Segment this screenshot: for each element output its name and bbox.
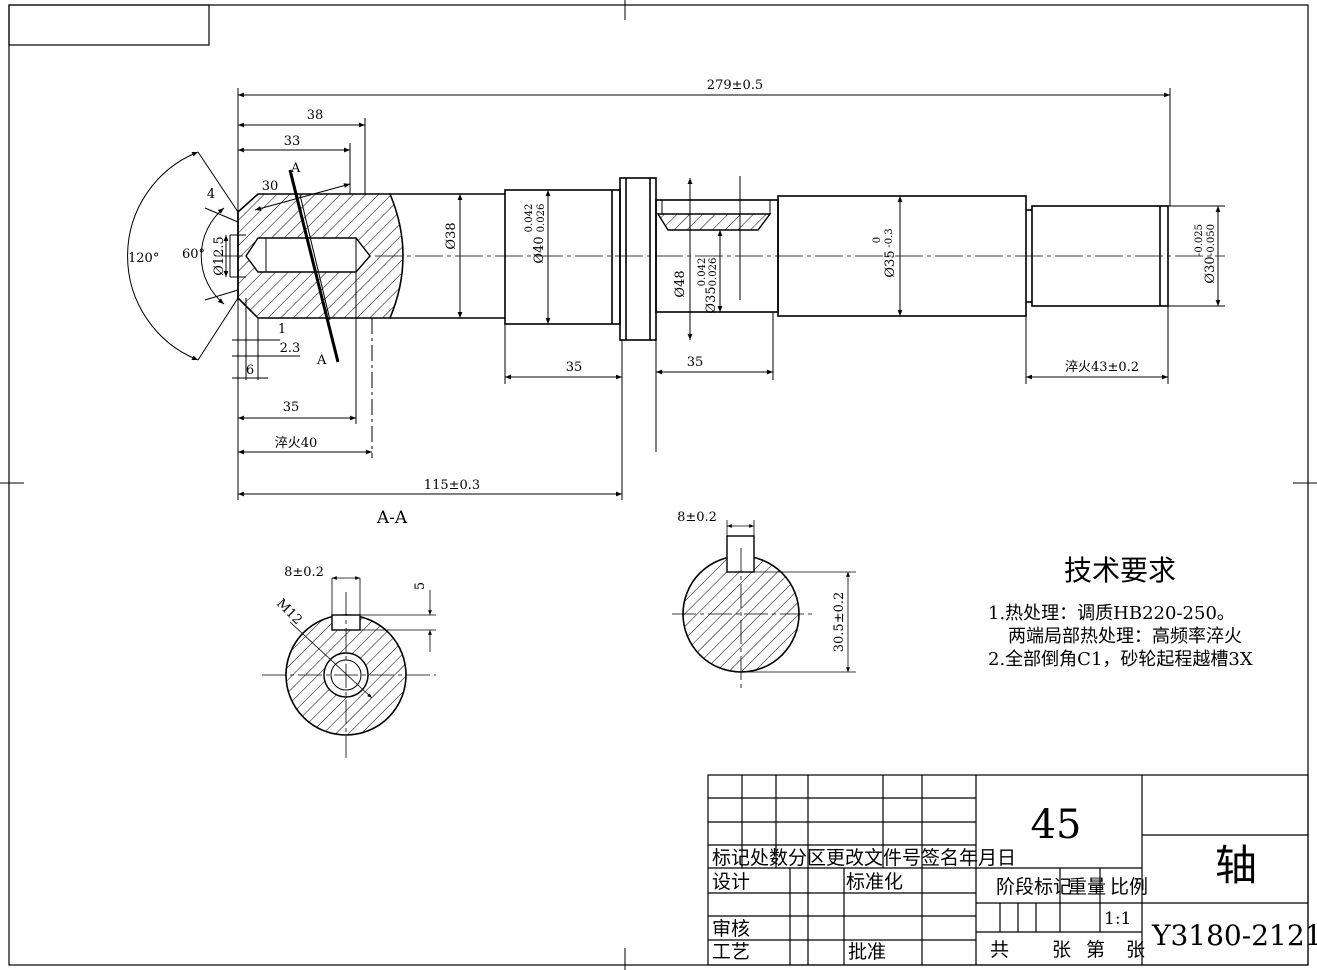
dim-4: 4 <box>207 187 215 202</box>
label-weight: 重量 <box>1068 876 1106 898</box>
header-row: 标记处数分区更改文件号签名年月日 <box>712 847 1016 869</box>
thread-m12: M12 <box>273 596 305 628</box>
dim-dia-40: Ø40 <box>532 236 547 263</box>
scale-value: 1:1 <box>1104 909 1131 929</box>
label-zhang: 张 <box>1052 939 1071 961</box>
label-scale: 比例 <box>1110 876 1148 898</box>
label-zhang-2: 张 <box>1126 939 1145 961</box>
dim-30: 30 <box>262 179 279 194</box>
keyway-section <box>656 213 772 231</box>
tol-40-upper: 0.042 <box>524 204 535 233</box>
tol-40-lower: 0.026 <box>536 204 547 233</box>
material: 45 <box>1031 802 1082 848</box>
key-height-b: 30.5±0.2 <box>832 592 847 653</box>
dim-35-mid2: 35 <box>687 355 704 370</box>
label-design: 设计 <box>712 871 750 893</box>
dim-quench-43: 淬火43±0.2 <box>1065 360 1139 375</box>
shaft-main-view: 279±0.5 38 33 30 4 1 2.3 6 35 淬火40 115±0… <box>127 78 1225 500</box>
tol-35b-lower: -0.3 <box>884 228 895 247</box>
dim-total-length: 279±0.5 <box>707 78 763 93</box>
section-view-a-a: A-A 8±0.2 5 M12 <box>262 508 436 758</box>
tech-line-3: 2.全部倒角C1，砂轮起程越槽3X <box>988 649 1253 670</box>
keyway-section-view: 8±0.2 30.5±0.2 <box>672 510 856 692</box>
dim-dia-30: Ø30 <box>1203 256 1218 283</box>
dim-1: 1 <box>278 322 286 337</box>
label-approve: 批准 <box>848 941 886 963</box>
label-sheets: 共 <box>990 939 1009 961</box>
tol-35a-lower: 0.026 <box>708 258 719 287</box>
label-review: 审核 <box>712 918 750 940</box>
section-mark-bottom: A <box>316 353 327 368</box>
angle-60: 60° <box>182 247 205 262</box>
section-mark-top: A <box>290 161 301 176</box>
part-name: 轴 <box>1215 841 1257 890</box>
dim-38: 38 <box>307 108 324 123</box>
key-width-b: 8±0.2 <box>677 510 717 525</box>
dim-35-left: 35 <box>283 400 300 415</box>
dim-dia-48: Ø48 <box>673 270 688 297</box>
dim-2-3: 2.3 <box>280 341 301 356</box>
tol-35a-upper: 0.042 <box>697 258 708 287</box>
dim-dia-35b: Ø35 <box>883 250 898 277</box>
dim-35-mid1: 35 <box>566 360 583 375</box>
tech-line-1: 1.热处理：调质HB220-250。 <box>988 603 1235 624</box>
key-depth-a: 5 <box>413 582 428 590</box>
section-label-a-a: A-A <box>376 508 408 528</box>
tol-35b-upper: 0 <box>872 237 883 243</box>
label-process: 工艺 <box>712 941 750 963</box>
key-width-a: 8±0.2 <box>284 565 324 580</box>
dim-quench-40: 淬火40 <box>275 436 318 451</box>
dim-33: 33 <box>284 134 301 149</box>
dim-dia-38: Ø38 <box>444 222 459 249</box>
dim-dia-35a: Ø35 <box>704 286 719 313</box>
tol-30-lower: -0.050 <box>1206 224 1217 256</box>
label-stage: 阶段标记 <box>996 876 1072 898</box>
dim-dia-12-5: Ø12.5 <box>212 236 227 276</box>
dim-6: 6 <box>246 363 254 378</box>
drawing-number: Y3180-2121 <box>1151 919 1317 952</box>
tol-30-upper: -0.025 <box>1194 224 1205 256</box>
tech-line-2: 两端局部热处理：高频率淬火 <box>1008 626 1242 647</box>
angle-120: 120° <box>128 251 159 266</box>
tech-title: 技术要求 <box>1064 554 1176 587</box>
dim-115: 115±0.3 <box>424 478 480 493</box>
label-di: 第 <box>1086 939 1105 961</box>
title-block: 45 轴 Y3180-2121 标记处数分区更改文件号签名年月日 设计 标准化 … <box>707 774 1317 966</box>
label-standardize: 标准化 <box>846 871 903 893</box>
technical-requirements: 技术要求 1.热处理：调质HB220-250。 两端局部热处理：高频率淬火 2.… <box>988 554 1253 670</box>
